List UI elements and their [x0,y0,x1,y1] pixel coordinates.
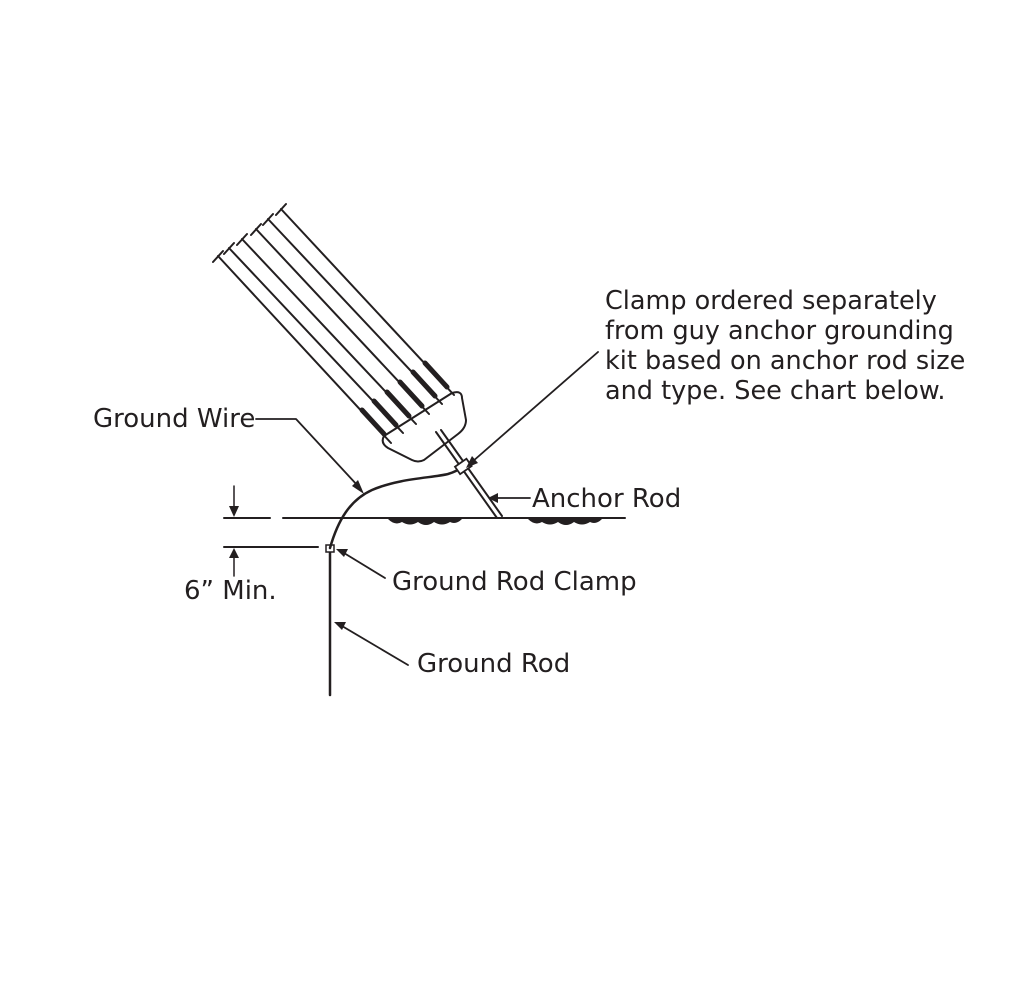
clamp-note-line-2: from guy anchor grounding [605,316,954,346]
clamp-note-line-4: and type. See chart below. [605,376,946,406]
leader-lines [255,351,599,666]
ground-rod-clamp-label: Ground Rod Clamp [392,567,637,597]
ground-wire-label: Ground Wire [93,404,256,434]
ground-wire [328,464,466,550]
anchor-rod-label: Anchor Rod [532,484,682,514]
ground-rod [325,544,335,697]
guy-plate [381,391,467,463]
depth-dimension [223,485,319,577]
anchor-rod [435,429,503,519]
clamp-note-line-3: kit based on anchor rod size [605,346,966,376]
soil-hatch-left [388,519,462,525]
clamp-note: Clamp ordered separately from guy anchor… [605,286,965,406]
min-depth-label: 6” Min. [184,576,277,606]
soil-hatch-right [528,519,602,525]
clamp-note-line-1: Clamp ordered separately [605,286,937,316]
ground-rod-label: Ground Rod [417,649,571,679]
ground-surface [223,517,626,525]
guy-wires [212,203,455,444]
